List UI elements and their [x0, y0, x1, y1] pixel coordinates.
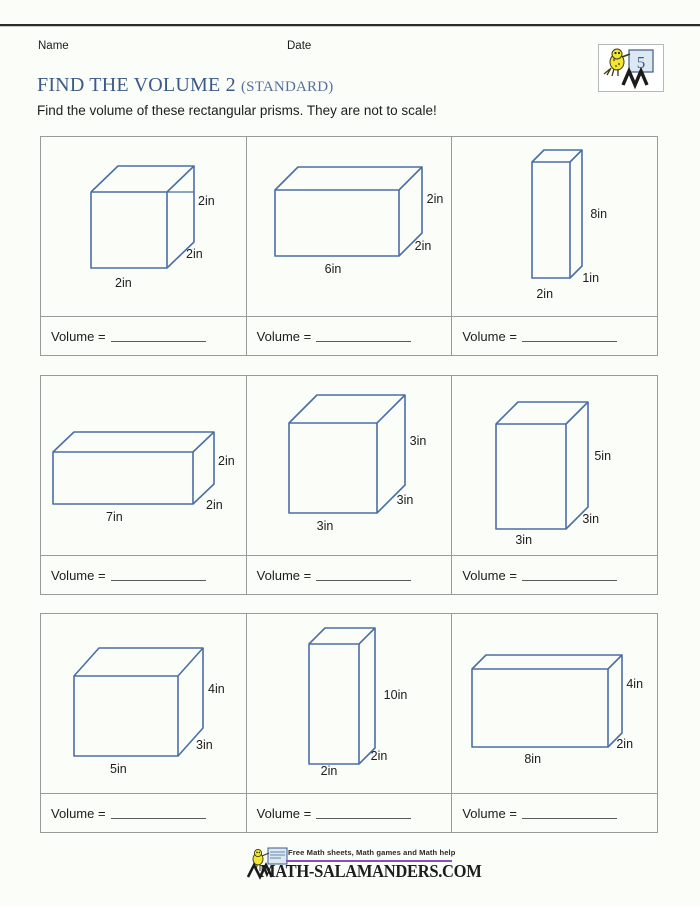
- answer-cell-9[interactable]: Volume =: [452, 794, 657, 832]
- answer-label: Volume =: [462, 805, 517, 821]
- footer-domain[interactable]: MATH-SALAMANDERS.COM: [260, 861, 482, 882]
- problem-cell-4: 2in 2in 7in: [41, 376, 247, 555]
- dim-width-2: 6in: [324, 262, 342, 276]
- answer-blank[interactable]: [316, 330, 412, 342]
- problem-cell-1: 2in 2in 2in: [41, 137, 247, 316]
- dim-height-9: 4in: [626, 677, 644, 691]
- answer-label: Volume =: [256, 567, 312, 583]
- answer-cell-2[interactable]: Volume =: [247, 317, 453, 355]
- prism-figure-5: [247, 376, 452, 555]
- answer-cell-4[interactable]: Volume =: [41, 556, 247, 594]
- answer-label: Volume =: [462, 328, 517, 344]
- dim-height-2: 2in: [426, 192, 444, 206]
- answer-blank[interactable]: [316, 807, 412, 819]
- answer-cell-7[interactable]: Volume =: [41, 794, 247, 832]
- dim-width-5: 3in: [316, 519, 334, 533]
- dim-width-9: 8in: [524, 752, 542, 766]
- answer-label: Volume =: [51, 805, 106, 821]
- answer-label: Volume =: [462, 567, 517, 583]
- answer-row-2: Volume = Volume = Volume =: [41, 555, 657, 594]
- answer-blank[interactable]: [521, 807, 617, 819]
- answer-blank[interactable]: [110, 569, 206, 581]
- answer-cell-8[interactable]: Volume =: [247, 794, 453, 832]
- dim-height-1: 2in: [198, 194, 215, 208]
- problem-table-row-3: 4in 3in 5in 10in 2in 2in: [40, 613, 658, 833]
- answer-blank[interactable]: [521, 569, 617, 581]
- page-title-qualifier: (STANDARD): [240, 79, 334, 95]
- dim-height-6: 5in: [594, 449, 612, 463]
- dim-width-1: 2in: [115, 276, 132, 290]
- dim-depth-3: 1in: [582, 271, 600, 285]
- prism-figure-7: [41, 614, 246, 793]
- dim-height-4: 2in: [218, 454, 235, 468]
- answer-label: Volume =: [256, 805, 312, 821]
- answer-blank[interactable]: [110, 807, 206, 819]
- dim-depth-4: 2in: [206, 498, 223, 512]
- dim-width-8: 2in: [320, 764, 338, 778]
- dim-width-4: 7in: [106, 510, 123, 524]
- dim-depth-1: 2in: [186, 247, 203, 261]
- instructions: Find the volume of these rectangular pri…: [37, 103, 437, 118]
- dim-depth-2: 2in: [414, 239, 432, 253]
- answer-row-3: Volume = Volume = Volume =: [41, 793, 657, 832]
- problem-cell-3: 8in 1in 2in: [452, 137, 657, 316]
- prism-figure-9: [452, 614, 657, 793]
- answer-cell-6[interactable]: Volume =: [452, 556, 657, 594]
- date-label: Date: [287, 40, 312, 52]
- page-title-main: FIND THE VOLUME 2: [37, 74, 236, 96]
- grade-badge: 5: [598, 44, 664, 92]
- prism-figure-1: [41, 137, 246, 316]
- dim-height-8: 10in: [383, 688, 408, 702]
- problem-table-row-2: 2in 2in 7in 3in 3in 3in: [40, 375, 658, 595]
- footer-salamander-icon: [246, 847, 292, 886]
- footer-underline: [286, 860, 452, 862]
- dim-width-3: 2in: [536, 287, 554, 301]
- dim-depth-9: 2in: [616, 737, 634, 751]
- answer-cell-5[interactable]: Volume =: [247, 556, 453, 594]
- problem-table-row-1: 2in 2in 2in 2in 2in 6in: [40, 136, 658, 356]
- grade-badge-number: 5: [637, 53, 646, 72]
- header-divider: [0, 24, 700, 26]
- dim-height-3: 8in: [590, 207, 608, 221]
- answer-label: Volume =: [51, 328, 106, 344]
- name-label: Name: [38, 40, 69, 52]
- dim-height-7: 4in: [208, 682, 225, 696]
- problem-cell-6: 5in 3in 3in: [452, 376, 657, 555]
- answer-blank[interactable]: [316, 569, 412, 581]
- problem-cell-5: 3in 3in 3in: [247, 376, 453, 555]
- dim-width-7: 5in: [110, 762, 127, 776]
- prism-figure-3: [452, 137, 657, 316]
- answer-label: Volume =: [51, 567, 106, 583]
- problem-cell-2: 2in 2in 6in: [247, 137, 453, 316]
- footer: Free Math sheets, Math games and Math he…: [0, 846, 700, 892]
- answer-cell-3[interactable]: Volume =: [452, 317, 657, 355]
- footer-logo-block[interactable]: Free Math sheets, Math games and Math he…: [236, 846, 482, 892]
- answer-label: Volume =: [256, 328, 312, 344]
- answer-blank[interactable]: [521, 330, 617, 342]
- dim-width-6: 3in: [515, 533, 533, 547]
- prism-figure-6: [452, 376, 657, 555]
- prism-figure-4: [41, 376, 246, 555]
- problem-cell-9: 4in 2in 8in: [452, 614, 657, 793]
- answer-row-1: Volume = Volume = Volume =: [41, 316, 657, 355]
- answer-blank[interactable]: [110, 330, 206, 342]
- dim-depth-5: 3in: [396, 493, 414, 507]
- dim-depth-6: 3in: [582, 512, 600, 526]
- prism-figure-2: [247, 137, 452, 316]
- student-info-row: Name Date: [38, 40, 662, 60]
- dim-depth-8: 2in: [370, 749, 388, 763]
- dim-height-5: 3in: [409, 434, 427, 448]
- page-title: FIND THE VOLUME 2 (STANDARD): [37, 74, 333, 97]
- problem-cell-8: 10in 2in 2in: [247, 614, 453, 793]
- footer-tagline: Free Math sheets, Math games and Math he…: [288, 848, 456, 857]
- prism-figure-8: [247, 614, 452, 793]
- problem-cell-7: 4in 3in 5in: [41, 614, 247, 793]
- dim-depth-7: 3in: [196, 738, 213, 752]
- answer-cell-1[interactable]: Volume =: [41, 317, 247, 355]
